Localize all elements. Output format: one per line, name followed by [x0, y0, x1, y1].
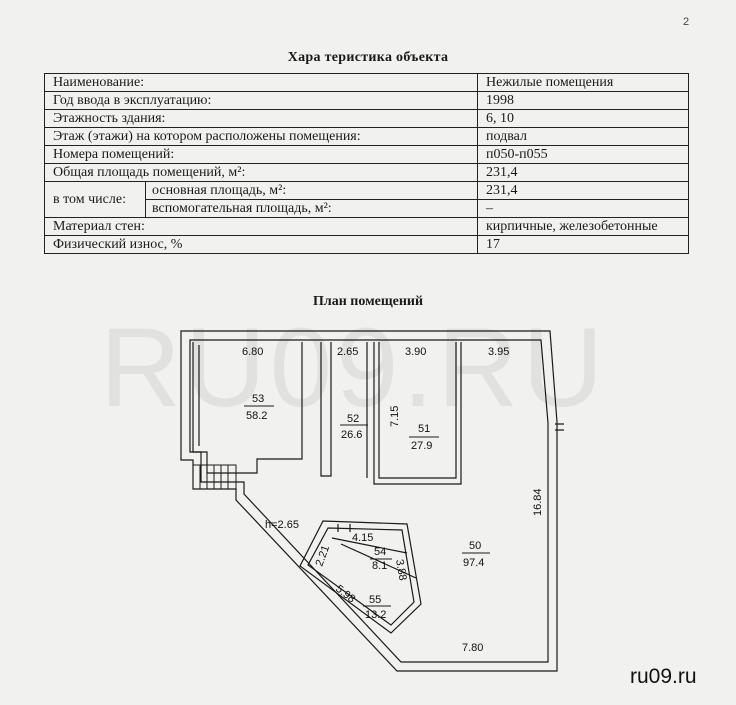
document-title: Хара теристика объекта: [287, 50, 449, 65]
row-value: Нежилые помещения: [477, 73, 689, 92]
group-label: в том числе:: [44, 181, 146, 218]
room-50-number: 50: [469, 540, 481, 552]
room-51-area: 27.9: [411, 440, 432, 452]
dimension-label: 3.95: [488, 346, 509, 358]
plan-title: План помещений: [312, 294, 424, 309]
room-53-number: 53: [252, 393, 264, 405]
dimension-label: 3.90: [405, 346, 426, 358]
row-label: Этаж (этажи) на котором расположены поме…: [44, 127, 478, 146]
table-row: Этаж (этажи) на котором расположены поме…: [44, 127, 689, 146]
table-row: Материал стен: кирпичные, железобетонные: [44, 217, 689, 236]
row-value: 17: [477, 235, 689, 254]
ceiling-height-label: h=2.65: [265, 519, 299, 531]
plan-walls: [180, 330, 564, 672]
room-54-area: 8.1: [372, 560, 387, 572]
table-row: в том числе: основная площадь, м²: 231,4: [44, 181, 689, 218]
row-value: подвал: [477, 127, 689, 146]
dimension-label: 6.80: [242, 346, 263, 358]
dimension-label: 3.88: [393, 558, 409, 581]
table-row: Наименование: Нежилые помещения: [44, 73, 689, 92]
table-row: Год ввода в эксплуатацию: 1998: [44, 91, 689, 110]
room-52-number: 52: [347, 413, 359, 425]
table-row: вспомогательная площадь, м²: –: [45, 199, 689, 218]
table-row: Физический износ, % 17: [44, 235, 689, 254]
room-53-area: 58.2: [246, 410, 267, 422]
area-dividers: [244, 405, 490, 607]
room-51-number: 51: [418, 423, 430, 435]
row-value: кирпичные, железобетонные: [477, 217, 689, 236]
room-52-area: 26.6: [341, 429, 362, 441]
object-characteristics-table: Наименование: Нежилые помещения Год ввод…: [44, 73, 689, 254]
dimension-label: 4.15: [352, 532, 373, 544]
dimension-label: 2.65: [337, 346, 358, 358]
watermark: RU09.RU: [100, 305, 608, 430]
dimension-label: 16.84: [532, 488, 544, 516]
site-watermark-text: ru09.ru: [630, 665, 697, 688]
stair-icon: [192, 464, 237, 490]
room-55-number: 55: [369, 594, 381, 606]
sub-row-label: вспомогательная площадь, м²:: [145, 199, 478, 218]
dimension-label: 7.15: [389, 406, 401, 427]
dimension-label: 7.80: [462, 642, 483, 654]
room-50-area: 97.4: [463, 557, 484, 569]
row-label: Физический износ, %: [44, 235, 478, 254]
room-55-area: 13.2: [365, 609, 386, 621]
dimension-label: 2.21: [314, 544, 333, 568]
room-54-number: 54: [374, 546, 386, 558]
row-label: Наименование:: [44, 73, 478, 92]
page-number: 2: [683, 16, 690, 28]
sub-row-value: 231,4: [477, 181, 689, 200]
